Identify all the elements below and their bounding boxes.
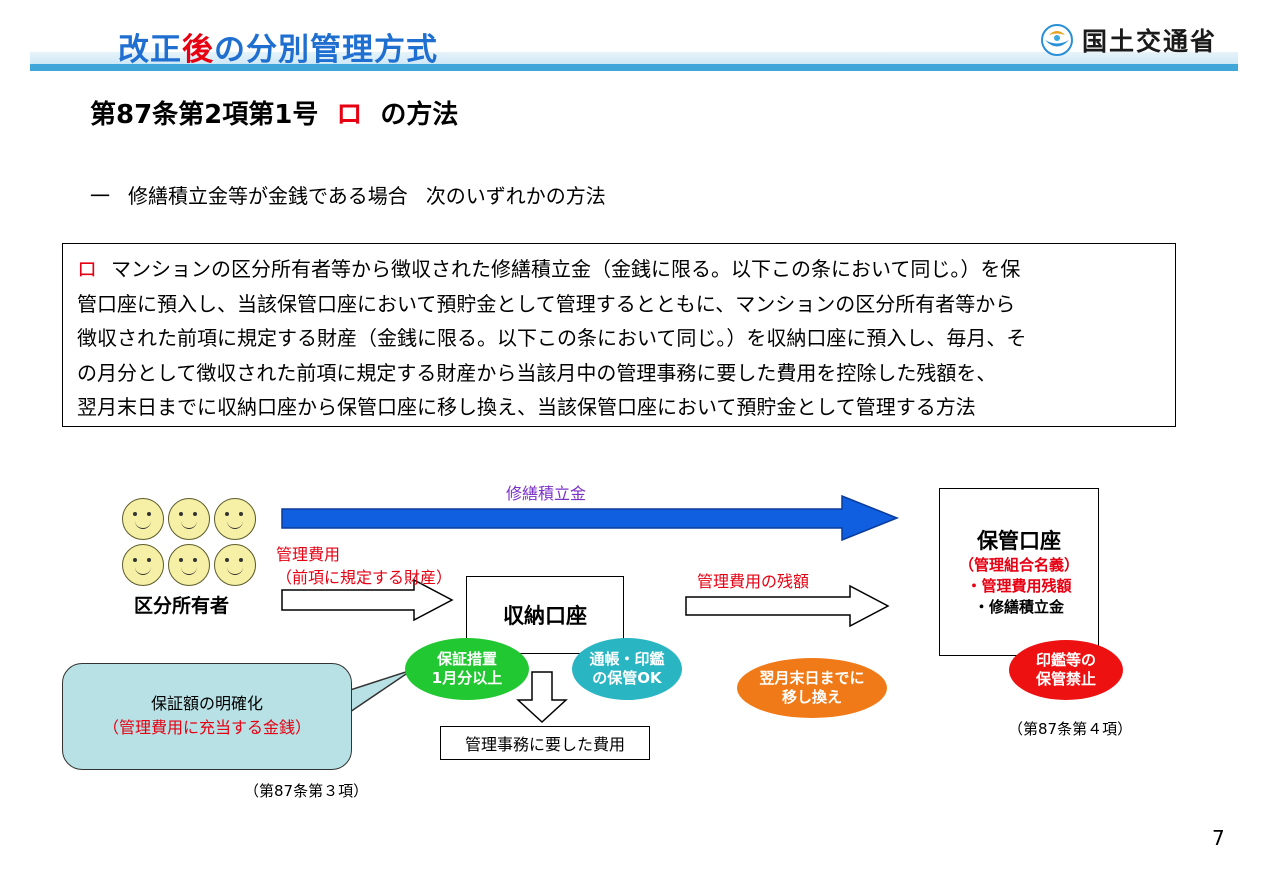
- lead-sentence: 一修繕積立金等が金銭である場合次のいずれかの方法: [90, 184, 606, 208]
- ministry-emblem-icon: [1041, 24, 1073, 56]
- balance-label: 管理費用の残額: [697, 572, 810, 591]
- mgmt-fee-sub-label: （前項に規定する財産）: [276, 568, 453, 587]
- provision-line-2: 管口座に預入し、当該保管口座において預貯金として管理するとともに、マンションの区…: [77, 291, 1016, 316]
- expense-box: 管理事務に要した費用: [440, 726, 650, 760]
- smiley-face-icon: [214, 544, 256, 586]
- transfer-oval: 翌月末日までに移し換え: [737, 658, 887, 718]
- custody-account-title: 保管口座: [977, 529, 1061, 553]
- ref-article-3: （第87条第３項）: [244, 782, 369, 800]
- callout-pointer-cover: [340, 690, 351, 712]
- callout-line-2: （管理費用に充当する金銭）: [102, 718, 311, 737]
- custody-account-item-1: ・管理費用残額: [966, 577, 1072, 595]
- section-heading: 第87条第2項第1号ロの方法: [90, 100, 459, 130]
- smiley-face-icon: [122, 498, 164, 540]
- callout-line-1: 保証額の明確化: [150, 694, 263, 713]
- page-number: 7: [1212, 826, 1225, 850]
- provision-line-3: 徴収された前項に規定する財産（金銭に限る。以下この条において同じ。）を収納口座に…: [77, 326, 1027, 350]
- provision-text-box: ロマンションの区分所有者等から徴収された修繕積立金（金銭に限る。以下この条におい…: [62, 243, 1176, 427]
- custody-account-box: 保管口座 （管理組合名義） ・管理費用残額 ・修繕積立金: [939, 488, 1099, 656]
- reserve-fund-arrow: [281, 494, 900, 542]
- owners-label: 区分所有者: [134, 595, 230, 617]
- ref-article-4: （第87条第４項）: [1008, 720, 1133, 738]
- smiley-face-icon: [168, 544, 210, 586]
- smiley-face-icon: [214, 498, 256, 540]
- mgmt-fee-arrow: [281, 578, 454, 622]
- ministry-logo: 国土交通省: [1040, 20, 1236, 60]
- balance-arrow: [685, 584, 890, 628]
- custody-account-item-2: ・修繕積立金: [973, 598, 1064, 616]
- provision-line-4: の月分として徴収された前項に規定する財産から当該月中の管理事務に要した費用を控除…: [77, 360, 997, 385]
- expense-arrow: [516, 671, 568, 724]
- mgmt-fee-label: 管理費用: [276, 545, 341, 564]
- header-band: [30, 52, 1238, 64]
- guarantee-callout: 保証額の明確化 （管理費用に充当する金銭）: [62, 663, 352, 770]
- provision-line-1: ロマンションの区分所有者等から徴収された修繕積立金（金銭に限る。以下この条におい…: [77, 257, 1021, 281]
- provision-line-5: 翌月末日までに収納口座から保管口座に移し換え、当該保管口座において預貯金として管…: [77, 395, 976, 419]
- smiley-face-icon: [168, 498, 210, 540]
- custody-account-owner: （管理組合名義）: [958, 556, 1079, 574]
- owners-group: [122, 498, 256, 590]
- ministry-name: 国土交通省: [1082, 27, 1218, 56]
- seal-oval: 印鑑等の保管禁止: [1009, 640, 1123, 700]
- passbook-oval: 通帳・印鑑の保管OK: [572, 638, 682, 700]
- smiley-face-icon: [122, 544, 164, 586]
- header-rule: [30, 64, 1238, 71]
- page-title: 改正後の分別管理方式: [118, 32, 438, 68]
- reserve-fund-label: 修繕積立金: [506, 484, 587, 503]
